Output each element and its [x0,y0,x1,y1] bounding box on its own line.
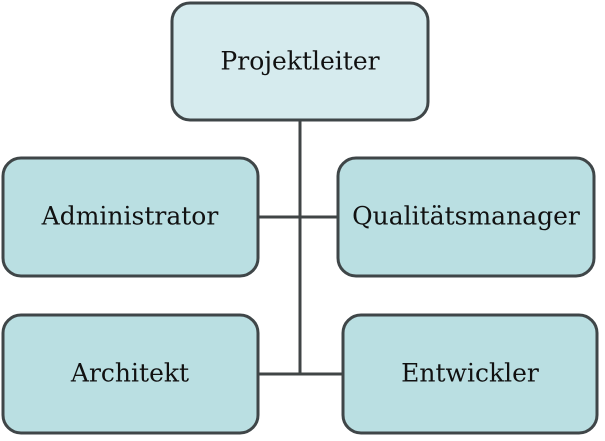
node-architekt: Architekt [1,313,260,435]
node-entwickler: Entwickler [341,313,599,435]
node-box [341,313,599,435]
node-label: Architekt [70,359,189,388]
node-administrator: Administrator [1,156,260,278]
node-box [1,313,260,435]
connector-lines [258,120,343,376]
node-projektleiter: Projektleiter [170,1,430,122]
node-box [336,156,596,278]
node-box [1,156,260,278]
node-label: Projektleiter [220,47,379,76]
node-label: Entwickler [401,359,539,388]
node-box [170,1,430,122]
node-qualitaetsmanager: Qualitätsmanager [336,156,596,278]
node-label: Administrator [41,202,219,231]
node-label: Qualitätsmanager [352,202,580,231]
